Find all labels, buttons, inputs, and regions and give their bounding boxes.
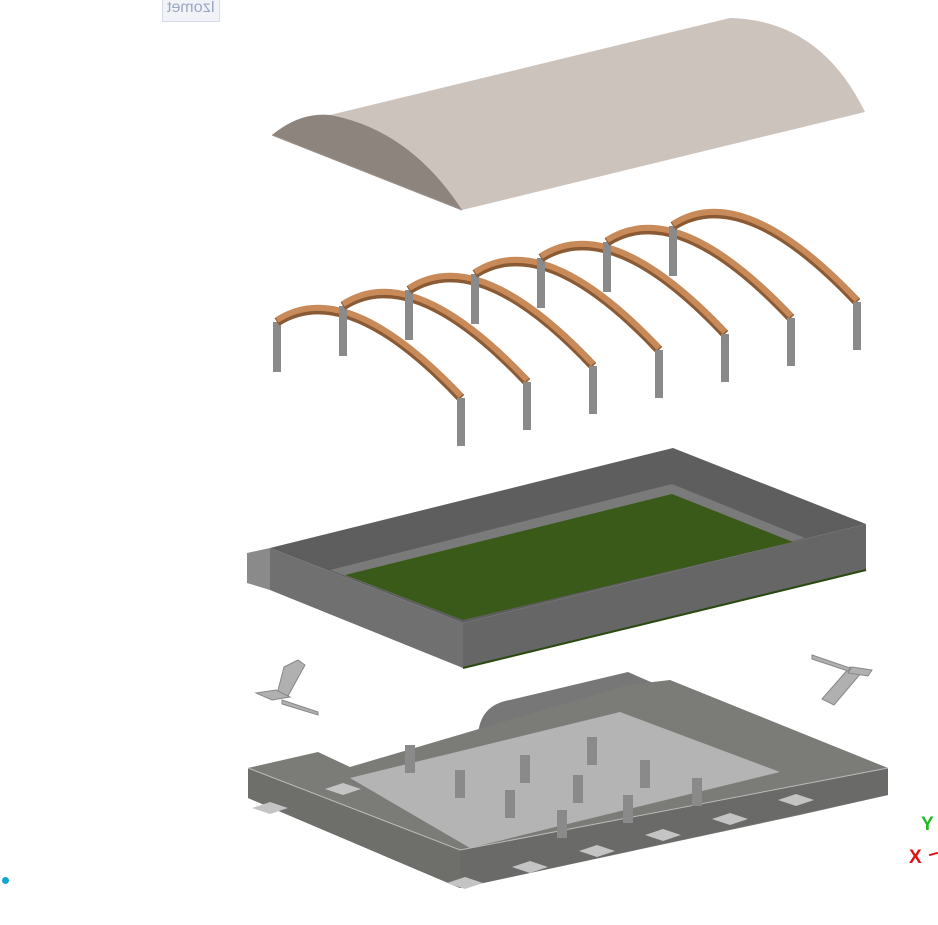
arch-beam bbox=[671, 208, 860, 303]
stair-right[interactable] bbox=[811, 654, 873, 706]
column bbox=[587, 737, 597, 765]
footing bbox=[712, 813, 748, 825]
footing bbox=[579, 845, 615, 857]
roof-shell[interactable] bbox=[271, 18, 865, 211]
axis-x-label: X bbox=[909, 847, 922, 868]
arch-post-front bbox=[457, 398, 465, 446]
column bbox=[573, 775, 583, 803]
arch-post-front bbox=[655, 350, 663, 398]
arch-post-front bbox=[721, 334, 729, 382]
axis-y-label: Y bbox=[921, 814, 934, 835]
arch-post-back bbox=[669, 226, 677, 276]
foundation[interactable] bbox=[247, 672, 889, 888]
arch-post-front bbox=[523, 382, 531, 430]
arch-post-back bbox=[537, 258, 545, 308]
floor-slab[interactable] bbox=[247, 448, 867, 669]
footing bbox=[325, 783, 361, 795]
foundation-columns bbox=[405, 737, 702, 838]
arch-beam bbox=[407, 272, 596, 367]
arch-beam bbox=[341, 288, 530, 383]
column bbox=[520, 755, 530, 783]
arch-beam bbox=[473, 256, 662, 351]
arch-post-front bbox=[589, 366, 597, 414]
footing bbox=[778, 794, 814, 806]
footing bbox=[645, 829, 681, 841]
arch-frames[interactable] bbox=[273, 208, 861, 446]
column bbox=[455, 770, 465, 798]
arch-post-front bbox=[787, 318, 795, 366]
arch-beam bbox=[605, 224, 794, 319]
stair-left[interactable] bbox=[254, 659, 319, 716]
arch-post-back bbox=[603, 242, 611, 292]
arch-post-back bbox=[471, 274, 479, 324]
footing bbox=[447, 877, 483, 889]
foundation-footings bbox=[252, 783, 814, 889]
footing bbox=[252, 802, 288, 814]
ucs-origin-dot bbox=[2, 877, 9, 884]
column bbox=[640, 760, 650, 788]
column bbox=[405, 745, 415, 773]
footing bbox=[512, 861, 548, 873]
column bbox=[623, 795, 633, 823]
arch-post-front bbox=[853, 302, 861, 350]
column bbox=[505, 790, 515, 818]
arch-post-back bbox=[405, 290, 413, 340]
arch-post-back bbox=[273, 322, 281, 372]
arch-post-back bbox=[339, 306, 347, 356]
column bbox=[557, 810, 567, 838]
arch-beam bbox=[275, 304, 464, 399]
arch-beam bbox=[539, 240, 728, 335]
column bbox=[692, 778, 702, 806]
